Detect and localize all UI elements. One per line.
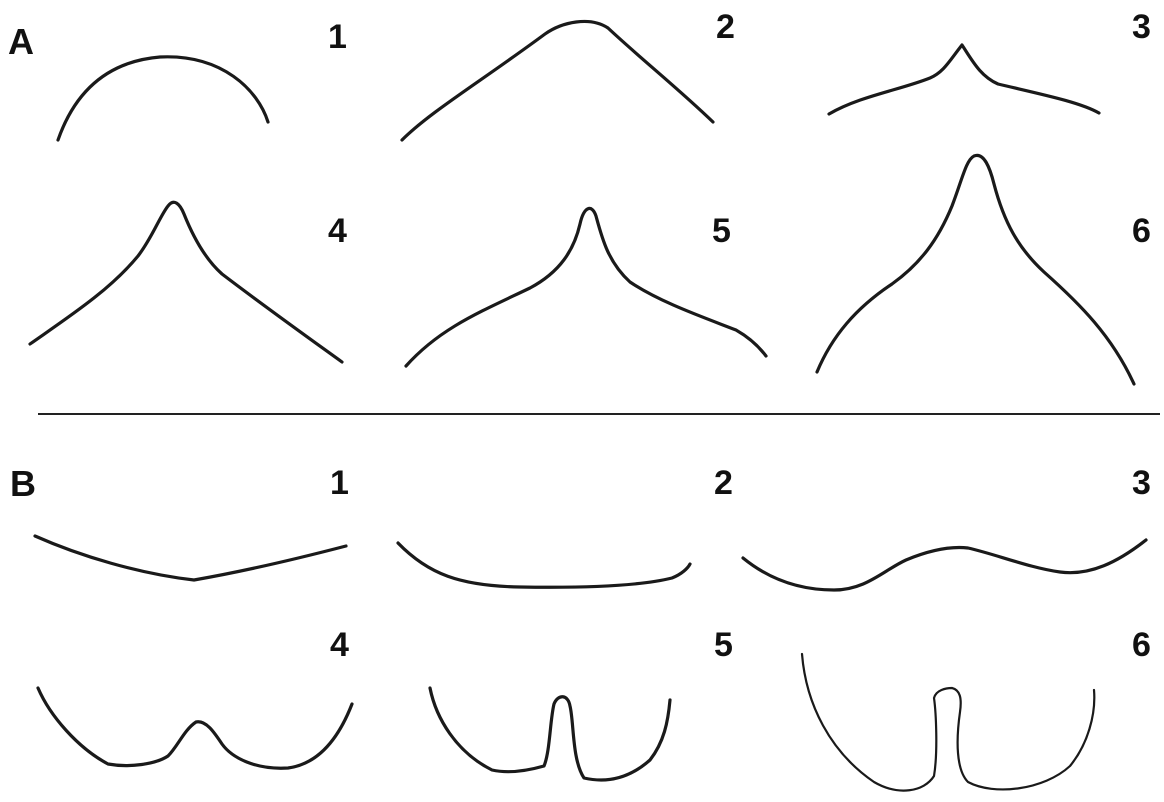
b-panel-2-outline xyxy=(396,541,692,589)
a-panel-5-outline xyxy=(404,206,768,368)
a-panel-4-outline xyxy=(28,200,344,364)
a-panel-5-number: 5 xyxy=(712,212,731,250)
section-divider xyxy=(38,413,1160,415)
a-panel-3-number: 3 xyxy=(1132,8,1151,46)
b-panel-4-number: 4 xyxy=(330,626,349,664)
a-panel-1-outline xyxy=(56,55,270,142)
b-panel-3-number: 3 xyxy=(1132,464,1151,502)
a-panel-4-number: 4 xyxy=(328,212,347,250)
a-panel-1-number: 1 xyxy=(328,18,347,56)
b-panel-5-number: 5 xyxy=(714,626,733,664)
b-panel-4-outline xyxy=(36,686,354,770)
a-panel-2-number: 2 xyxy=(716,8,735,46)
a-panel-3-outline xyxy=(827,43,1101,116)
b-panel-3-outline xyxy=(741,538,1148,592)
b-panel-6-number: 6 xyxy=(1132,626,1151,664)
section-b-label: B xyxy=(10,463,36,504)
a-panel-2-outline xyxy=(400,19,715,142)
b-panel-5-outline xyxy=(428,686,672,782)
a-panel-6-number: 6 xyxy=(1132,212,1151,250)
a-panel-6-outline xyxy=(815,153,1136,386)
b-panel-1-number: 1 xyxy=(330,464,349,502)
section-a-label: A xyxy=(8,21,34,62)
b-panel-2-number: 2 xyxy=(714,464,733,502)
b-panel-1-outline xyxy=(33,534,348,582)
b-panel-6-outline xyxy=(800,652,1096,792)
